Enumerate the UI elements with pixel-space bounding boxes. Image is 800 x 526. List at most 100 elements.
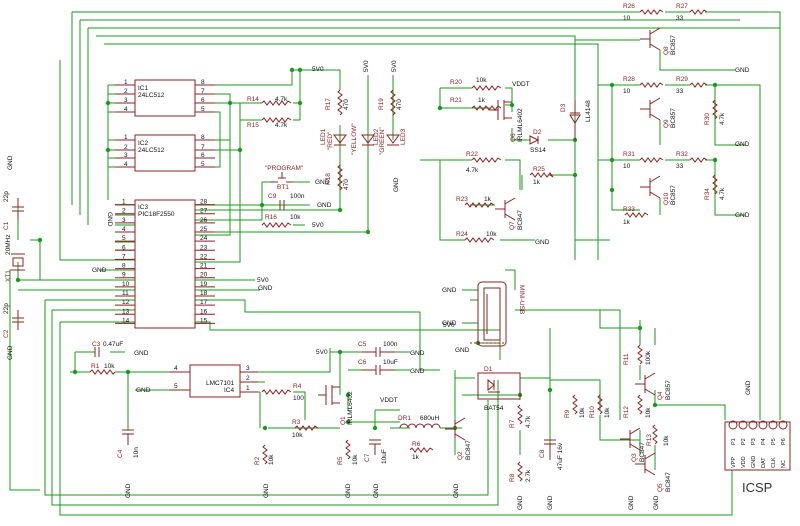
resistor-symbols: R14 4.7k R15 4.7k R17 470 R18 470 R19 47… <box>89 3 726 482</box>
net-label: 5V0 <box>316 349 328 356</box>
resistor-ref: R25 <box>533 166 545 173</box>
net-label: GND <box>263 483 270 498</box>
bt1-ref: BT1 <box>277 184 289 191</box>
net-label: GND <box>735 212 750 219</box>
resistor-ref: R3 <box>292 419 301 426</box>
resistor-ref: R4 <box>293 383 302 390</box>
ic3-pin-number: 12 <box>122 299 130 306</box>
net-label: GND <box>628 495 635 510</box>
net-label: GND <box>442 320 457 327</box>
resistor-ref: R17 <box>325 98 332 110</box>
transistor-ref: Q4 <box>657 391 664 400</box>
ic3-pin-number: 15 <box>200 317 208 324</box>
transistor-ref: Q6 <box>510 133 517 142</box>
resistor-ref: R16 <box>265 214 277 221</box>
resistor-ref: R34 <box>704 188 711 200</box>
resistor-value: 1k <box>533 179 541 186</box>
ic2-pin: 5 <box>201 161 205 168</box>
xtal-ref: XT1 <box>5 270 12 282</box>
icsp-pin-label: P1 <box>731 438 737 445</box>
led-ref: LED1 <box>320 128 327 145</box>
ic3-pin-number: 25 <box>200 226 208 233</box>
net-label: GND <box>92 267 107 274</box>
icsp-pin-pad <box>768 420 778 430</box>
resistor-value: 470 <box>343 99 350 110</box>
ic4-pin: 4 <box>174 365 178 372</box>
icsp-title: ICSP <box>742 480 772 495</box>
ic3-pin-number: 20 <box>200 272 208 279</box>
net-label: GND <box>315 179 330 186</box>
icsp-pin-func: CLK <box>771 457 777 468</box>
transistor-ref: Q1 <box>340 416 347 425</box>
net-label: GND <box>393 177 400 192</box>
resistor-ref: R26 <box>623 3 635 10</box>
diode-value: SS14 <box>530 147 546 154</box>
resistor-value: 10k <box>486 231 497 238</box>
icsp-pin-label: P5 <box>771 438 777 445</box>
ic3-pin-number: 9 <box>122 272 126 279</box>
resistor-ref: R27 <box>676 3 688 10</box>
resistor-value: 10k <box>663 435 670 446</box>
resistor-ref: R19 <box>378 98 385 110</box>
ic3-pin-number: 10 <box>122 281 130 288</box>
net-label: GND <box>258 285 273 292</box>
cap-value: 10n <box>133 447 140 458</box>
resistor-value: 10k <box>579 407 586 418</box>
resistor-value: 10k <box>645 407 652 418</box>
net-label: GND <box>653 495 660 510</box>
ic1-pin: 4 <box>124 106 128 113</box>
ic2-ref: IC2 <box>138 140 149 147</box>
diode-ref: D1 <box>484 366 493 373</box>
ic3-pin-number: 28 <box>200 199 208 206</box>
ic2-pin: 2 <box>124 144 128 151</box>
resistor-ref: R7 <box>509 419 516 428</box>
net-label: 5V0 <box>443 322 455 329</box>
icsp-pin-pad <box>748 420 758 430</box>
cap-ref: C5 <box>358 341 367 348</box>
net-label: 5V0 <box>257 277 269 284</box>
transistor-ref: Q7 <box>509 221 516 230</box>
usb-label: MINI-USB <box>518 285 525 314</box>
resistor-ref: R5 <box>337 456 344 465</box>
ic1-pin: 7 <box>201 88 205 95</box>
led-color: "RED" <box>327 131 334 150</box>
net-label: 5V0 <box>312 66 324 73</box>
net-label: GND <box>517 495 524 510</box>
ic2-pin: 6 <box>201 152 205 159</box>
resistor-ref: R28 <box>623 76 635 83</box>
cap-value: 22p <box>3 303 10 314</box>
cap-value: 0.47uF <box>103 341 123 348</box>
resistor-ref: R23 <box>456 196 468 203</box>
cap-ref: C4 <box>117 449 124 458</box>
resistor-value: 10k <box>292 432 303 439</box>
cap-value: 100n <box>290 193 305 200</box>
cap-ref: C6 <box>358 359 367 366</box>
resistor-value: 33 <box>676 88 684 95</box>
transistor-value: BC857 <box>670 35 677 55</box>
net-label: GND <box>134 350 149 357</box>
ic1-ref: IC1 <box>138 85 149 92</box>
cap-value: 22p <box>3 191 10 202</box>
resistor-value: 1k <box>623 219 631 226</box>
resistor-ref: R12 <box>623 406 630 418</box>
resistor-value: 1k <box>478 97 486 104</box>
net-label: GND <box>442 287 457 294</box>
icsp-pin-func: VPP <box>731 457 737 468</box>
resistor-ref: R14 <box>247 96 259 103</box>
resistor-value: 10k <box>290 214 301 221</box>
ic4-ref: IC4 <box>224 387 235 394</box>
ic2-pin: 7 <box>201 144 205 151</box>
resistor-ref: R15 <box>247 122 259 129</box>
transistor-value: IRLML6402 <box>347 391 354 425</box>
diode-symbols: D1 BAT54 D2 SS14 D3 LL4148 <box>477 100 592 412</box>
resistor-value: 33 <box>676 15 684 22</box>
net-label: VDDT <box>380 397 398 404</box>
resistor-value: 470 <box>343 179 350 190</box>
resistor-ref: R8 <box>509 473 516 482</box>
ic3-pin-number: 27 <box>200 208 208 215</box>
resistor-ref: R2 <box>254 456 261 465</box>
resistor-value: 470 <box>396 99 403 110</box>
resistor-ref: R9 <box>564 409 571 418</box>
